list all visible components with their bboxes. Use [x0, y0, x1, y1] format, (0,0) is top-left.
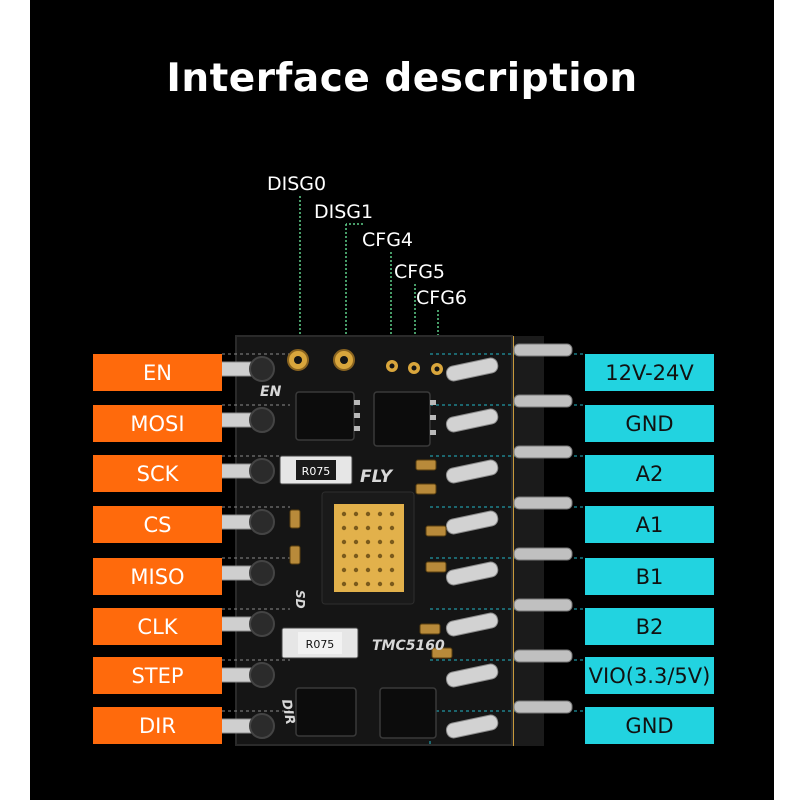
pin-label-step: STEP	[93, 657, 222, 694]
label-disg0: DISG0	[267, 173, 327, 195]
left-guide-lines	[222, 353, 300, 712]
page-title: Interface description	[166, 56, 638, 101]
thermal-pad	[334, 504, 404, 592]
top-guide-lines	[299, 196, 439, 345]
pin-label-clk: CLK	[93, 608, 222, 645]
right-pin-row	[445, 343, 573, 739]
label-cfg5: CFG5	[394, 261, 446, 283]
silk-fly: FLY	[360, 467, 394, 487]
label-disg1: DISG1	[314, 201, 374, 223]
pin-label-b1: B1	[585, 558, 714, 595]
pin-label-miso: MISO	[93, 558, 222, 595]
pin-label-gnd-2: GND	[585, 707, 714, 744]
pin-label-power: 12V-24V	[585, 354, 714, 391]
pin-label-cs: CS	[93, 506, 222, 543]
mosfets	[295, 391, 437, 739]
pin-label-a2: A2	[585, 455, 714, 492]
capacitors	[289, 459, 453, 659]
silk-chip: TMC5160	[372, 638, 445, 654]
label-cfg4: CFG4	[362, 229, 414, 251]
pin-label-dir: DIR	[93, 707, 222, 744]
pin-label-mosi: MOSI	[93, 405, 222, 442]
silk-en: EN	[260, 384, 282, 400]
right-guide-lines	[429, 353, 585, 745]
pin-label-gnd-1: GND	[585, 405, 714, 442]
pin-label-sck: SCK	[93, 455, 222, 492]
mosfet-leads	[354, 400, 436, 435]
left-pin-row	[213, 356, 275, 739]
silk-dir: DIR	[278, 698, 297, 726]
resistor-2-marking: R075	[306, 638, 335, 651]
silk-sd: SD	[293, 590, 307, 609]
thermal-vias	[341, 511, 395, 587]
top-holes	[287, 349, 443, 375]
pin-label-a1: A1	[585, 506, 714, 543]
label-cfg6: CFG6	[416, 287, 468, 309]
pin-label-vio: VIO(3.3/5V)	[585, 657, 714, 694]
pin-label-b2: B2	[585, 608, 714, 645]
pin-label-en: EN	[93, 354, 222, 391]
resistor-1-marking: R075	[302, 465, 331, 478]
